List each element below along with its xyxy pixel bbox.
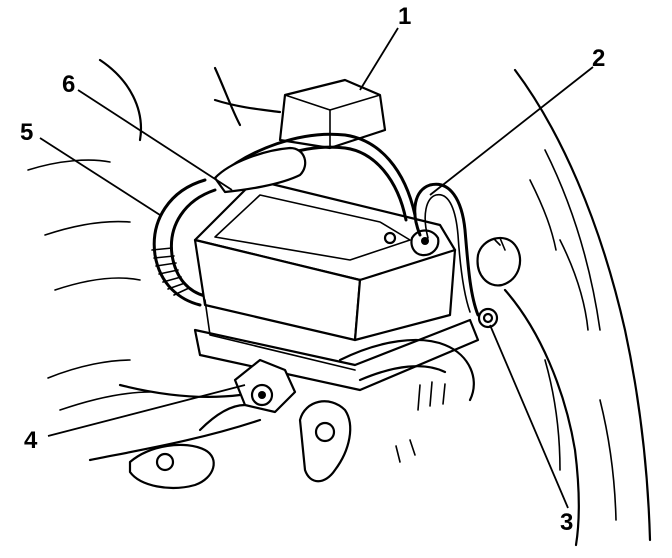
callout-3: 3 bbox=[560, 509, 573, 536]
callout-1: 1 bbox=[398, 3, 411, 30]
callout-5: 5 bbox=[20, 119, 33, 146]
top-cable bbox=[213, 132, 417, 222]
leader-lines bbox=[39, 27, 594, 509]
leader-4 bbox=[47, 384, 246, 437]
negative-cable bbox=[151, 178, 217, 307]
positive-cable bbox=[413, 182, 480, 317]
leader-2 bbox=[429, 66, 594, 196]
leader-3 bbox=[489, 324, 569, 509]
callout-4: 4 bbox=[24, 427, 38, 454]
callout-2: 2 bbox=[592, 45, 605, 72]
leader-6 bbox=[77, 89, 233, 191]
negative-terminal-clamp bbox=[198, 358, 297, 432]
callout-labels: 1 2 3 4 5 6 bbox=[20, 3, 605, 536]
leader-1 bbox=[359, 27, 399, 91]
engine-bay-background bbox=[27, 58, 652, 547]
callout-6: 6 bbox=[62, 71, 75, 98]
battery-tray bbox=[88, 318, 480, 489]
battery bbox=[193, 178, 457, 371]
cable-ring-terminal bbox=[476, 236, 522, 329]
leader-5 bbox=[39, 137, 161, 216]
relay-box bbox=[278, 78, 387, 150]
